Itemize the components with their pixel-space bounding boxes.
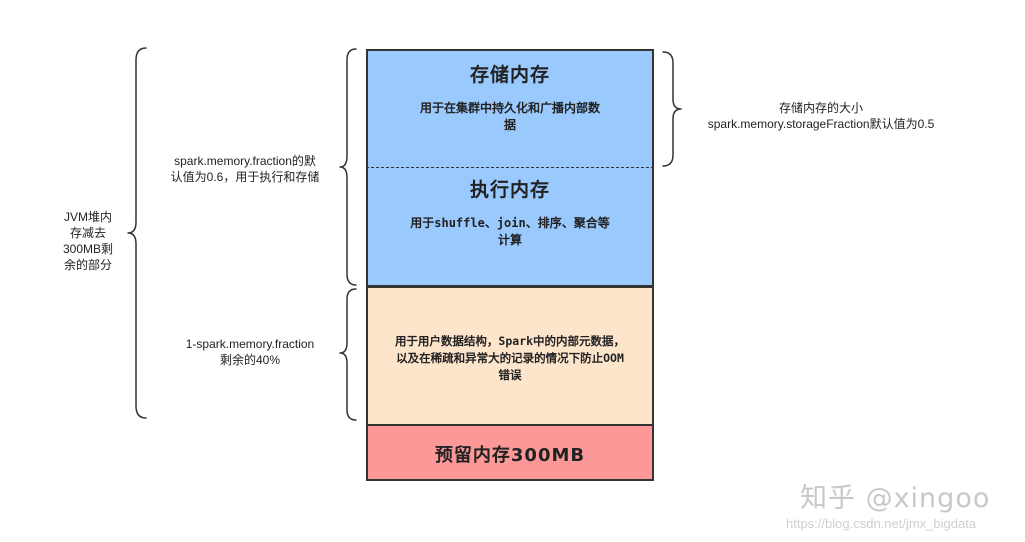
user-desc-line1: 用于用户数据结构，Spark中的内部元数据， (394, 334, 626, 348)
user-desc-line2: 以及在稀疏和异常大的记录的情况下防止OOM (396, 351, 624, 365)
remaining-note: 1-spark.memory.fraction 剩余的40% (158, 336, 342, 368)
remaining-note-line1: 1-spark.memory.fraction (185, 337, 315, 351)
execution-memory-desc: 用于shuffle、join、排序、聚合等 计算 (368, 215, 652, 249)
reserved-memory-title: 预留内存300MB (434, 445, 586, 466)
storage-fraction-note: 存储内存的大小 spark.memory.storageFraction默认值为… (686, 100, 956, 132)
execution-desc-line1: 用于shuffle、join、排序、聚合等 (410, 216, 610, 230)
remaining-brace (339, 288, 357, 421)
user-memory-desc: 用于用户数据结构，Spark中的内部元数据， 以及在稀疏和异常大的记录的情况下防… (372, 333, 648, 384)
user-memory-block: 用于用户数据结构，Spark中的内部元数据， 以及在稀疏和异常大的记录的情况下防… (366, 286, 654, 426)
execution-memory-title: 执行内存 (469, 179, 550, 201)
execution-memory-block: 执行内存 用于shuffle、join、排序、聚合等 计算 (366, 167, 654, 287)
jvm-note-line4: 余的部分 (63, 258, 112, 272)
jvm-note-line3: 300MB剩 (62, 242, 114, 256)
reserved-memory-block: 预留内存300MB (366, 424, 654, 481)
storage-memory-desc: 用于在集群中持久化和广播内部数 据 (368, 100, 652, 134)
fraction-note-line2: 认值为0.6，用于执行和存储 (170, 170, 320, 184)
fraction-brace (339, 48, 357, 286)
jvm-note-line2: 存减去 (69, 226, 106, 240)
storage-desc-line1: 用于在集群中持久化和广播内部数 (419, 101, 600, 115)
storage-fraction-note-line2: spark.memory.storageFraction默认值为0.5 (707, 117, 935, 131)
watermark-url: https://blog.csdn.net/jmx_bigdata (786, 516, 977, 531)
watermark-main: 知乎 @xingoo (800, 483, 991, 514)
storage-fraction-brace (662, 51, 682, 167)
jvm-note-line1: JVM堆内 (63, 210, 112, 224)
user-desc-line3: 错误 (498, 368, 522, 382)
jvm-brace (127, 47, 147, 419)
remaining-note-line2: 剩余的40% (219, 353, 281, 367)
storage-execution-divider (366, 167, 654, 168)
storage-fraction-note-line1: 存储内存的大小 (778, 101, 863, 115)
storage-memory-block: 存储内存 用于在集群中持久化和广播内部数 据 (366, 49, 654, 169)
fraction-note-line1: spark.memory.fraction的默 (174, 154, 316, 168)
execution-desc-line2: 计算 (497, 233, 522, 247)
storage-desc-line2: 据 (503, 118, 516, 132)
storage-memory-title: 存储内存 (469, 64, 550, 86)
fraction-note: spark.memory.fraction的默 认值为0.6，用于执行和存储 (150, 153, 340, 185)
jvm-note: JVM堆内 存减去 300MB剩 余的部分 (48, 209, 128, 273)
